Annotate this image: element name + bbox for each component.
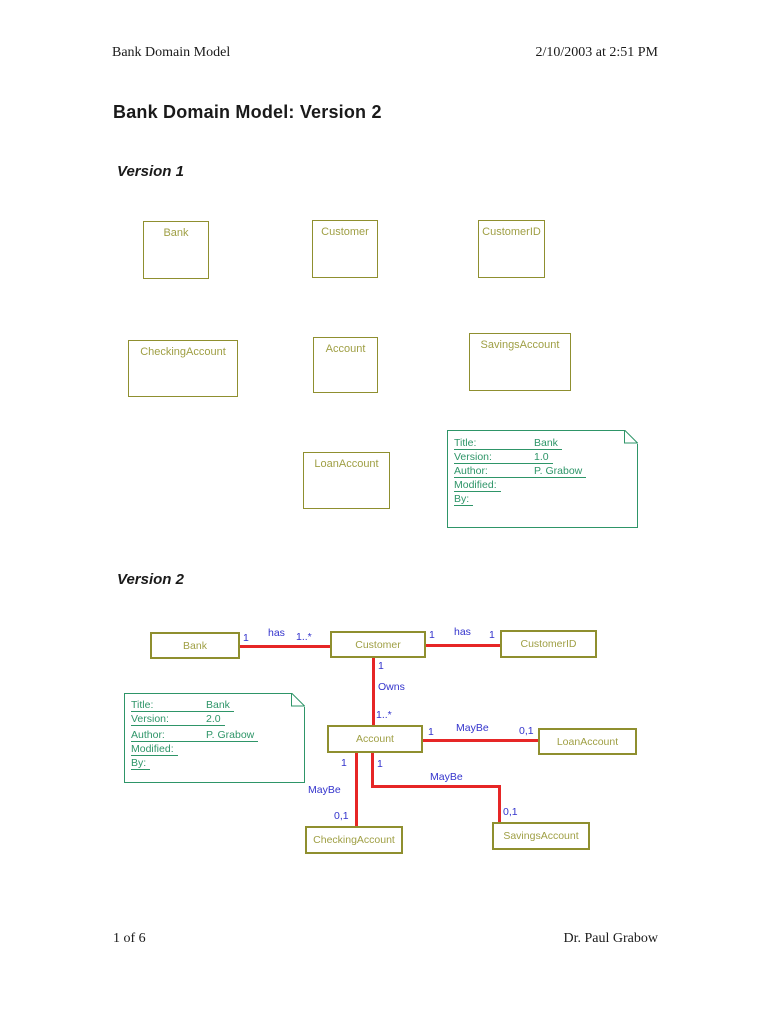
note-label: Version: xyxy=(454,451,492,463)
class-label: Account xyxy=(356,733,394,745)
relation-line-account-savings-v1 xyxy=(371,753,374,788)
relation-line-account-checking xyxy=(355,753,358,826)
class-label: Customer xyxy=(355,638,401,651)
v2-class-box-savingsaccount: SavingsAccount xyxy=(492,822,590,850)
mult-customer-bottom: 1 xyxy=(378,660,384,672)
note-label: Author: xyxy=(131,729,165,741)
mult-customer-right: 1 xyxy=(429,629,435,641)
note-value: Bank xyxy=(534,437,558,449)
mult-account-bottomleft: 1 xyxy=(341,757,347,769)
note-line-version: Version: 2.0 xyxy=(131,713,225,726)
class-label: LoanAccount xyxy=(556,735,619,748)
header-datetime: 2/10/2003 at 2:51 PM xyxy=(535,45,658,60)
note-label: Title: xyxy=(131,699,154,711)
note-line-modified: Modified: xyxy=(131,743,178,756)
mult-account-right: 1 xyxy=(428,726,434,738)
assoc-name-maybe-savings: MayBe xyxy=(430,771,463,783)
assoc-name-has-left: has xyxy=(268,627,285,639)
note-line-modified: Modified: xyxy=(454,479,501,492)
note-value: P. Grabow xyxy=(534,465,583,477)
note-value: 2.0 xyxy=(206,713,221,725)
section-heading-version2: Version 2 xyxy=(117,571,184,588)
v1-class-box-customer: Customer xyxy=(312,220,378,278)
v1-class-box-bank: Bank xyxy=(143,221,209,279)
v2-class-box-loanaccount: LoanAccount xyxy=(538,728,637,755)
note-label: Author: xyxy=(454,465,488,477)
assoc-name-owns: Owns xyxy=(378,681,405,693)
note-label: Modified: xyxy=(454,479,497,491)
note-label: Title: xyxy=(454,437,477,449)
footer-author: Dr. Paul Grabow xyxy=(563,931,659,946)
note-label: Version: xyxy=(131,713,169,725)
note-value: P. Grabow xyxy=(206,729,255,741)
v1-class-box-checkingaccount: CheckingAccount xyxy=(128,340,238,397)
class-label: Bank xyxy=(183,639,207,652)
assoc-name-maybe-loan: MayBe xyxy=(456,722,489,734)
mult-savingsaccount-top: 0,1 xyxy=(503,806,518,818)
header-document-title: Bank Domain Model xyxy=(112,45,231,60)
v2-class-box-account: Account xyxy=(327,725,423,753)
note-fold-icon xyxy=(624,430,638,444)
assoc-name-has-right: has xyxy=(454,626,471,638)
note-value: Bank xyxy=(206,699,230,711)
note-label: By: xyxy=(131,757,147,769)
note-line-by: By: xyxy=(454,493,474,506)
relation-line-account-savings-h xyxy=(371,785,501,788)
class-label: CustomerID xyxy=(520,638,577,650)
mult-checkingaccount-top: 0,1 xyxy=(334,810,349,822)
note-label: Modified: xyxy=(131,743,174,755)
note-line-title: Title: Bank xyxy=(454,437,562,450)
note-label: By: xyxy=(454,493,470,505)
relation-line-customer-customerid xyxy=(426,644,500,647)
v2-class-box-customerid: CustomerID xyxy=(500,630,597,658)
note-fold-icon xyxy=(291,693,305,707)
class-label: SavingsAccount xyxy=(503,830,579,842)
footer-page-number: 1 of 6 xyxy=(113,931,146,946)
relation-line-bank-customer xyxy=(240,645,330,648)
v2-class-box-checkingaccount: CheckingAccount xyxy=(305,826,403,854)
note-line-author: Author: P. Grabow xyxy=(131,729,259,742)
relation-line-customer-account xyxy=(372,658,375,725)
note-line-by: By: xyxy=(131,757,151,770)
class-label: CheckingAccount xyxy=(313,834,395,846)
mult-customerid-side: 1 xyxy=(489,629,495,641)
v1-class-box-customerid: CustomerID xyxy=(478,220,545,278)
v1-class-box-savingsaccount: SavingsAccount xyxy=(469,333,571,391)
note-line-title: Title: Bank xyxy=(131,699,234,712)
mult-account-top: 1..* xyxy=(376,709,392,721)
v2-class-box-bank: Bank xyxy=(150,632,240,659)
section-heading-version1: Version 1 xyxy=(117,163,184,180)
page-title: Bank Domain Model: Version 2 xyxy=(113,102,382,122)
v1-class-box-account: Account xyxy=(313,337,378,393)
note-line-version: Version: 1.0 xyxy=(454,451,553,464)
relation-line-account-savings-v2 xyxy=(498,785,501,822)
note-line-author: Author: P. Grabow xyxy=(454,465,587,478)
v1-class-box-loanaccount: LoanAccount xyxy=(303,452,390,509)
v2-note: Title:Bank Version:2.0 Author:P. Grabow … xyxy=(124,693,305,783)
mult-customer-left: 1..* xyxy=(296,631,312,643)
mult-account-bottomright: 1 xyxy=(377,758,383,770)
assoc-name-maybe-checking: MayBe xyxy=(308,784,341,796)
v1-note: Title:Bank Version:1.0 Author:P. Grabow … xyxy=(447,430,638,528)
mult-bank-side: 1 xyxy=(243,632,249,644)
relation-line-account-loanaccount xyxy=(423,739,538,742)
v2-class-box-customer: Customer xyxy=(330,631,426,658)
mult-loanaccount-side: 0,1 xyxy=(519,725,534,737)
note-value: 1.0 xyxy=(534,451,549,463)
